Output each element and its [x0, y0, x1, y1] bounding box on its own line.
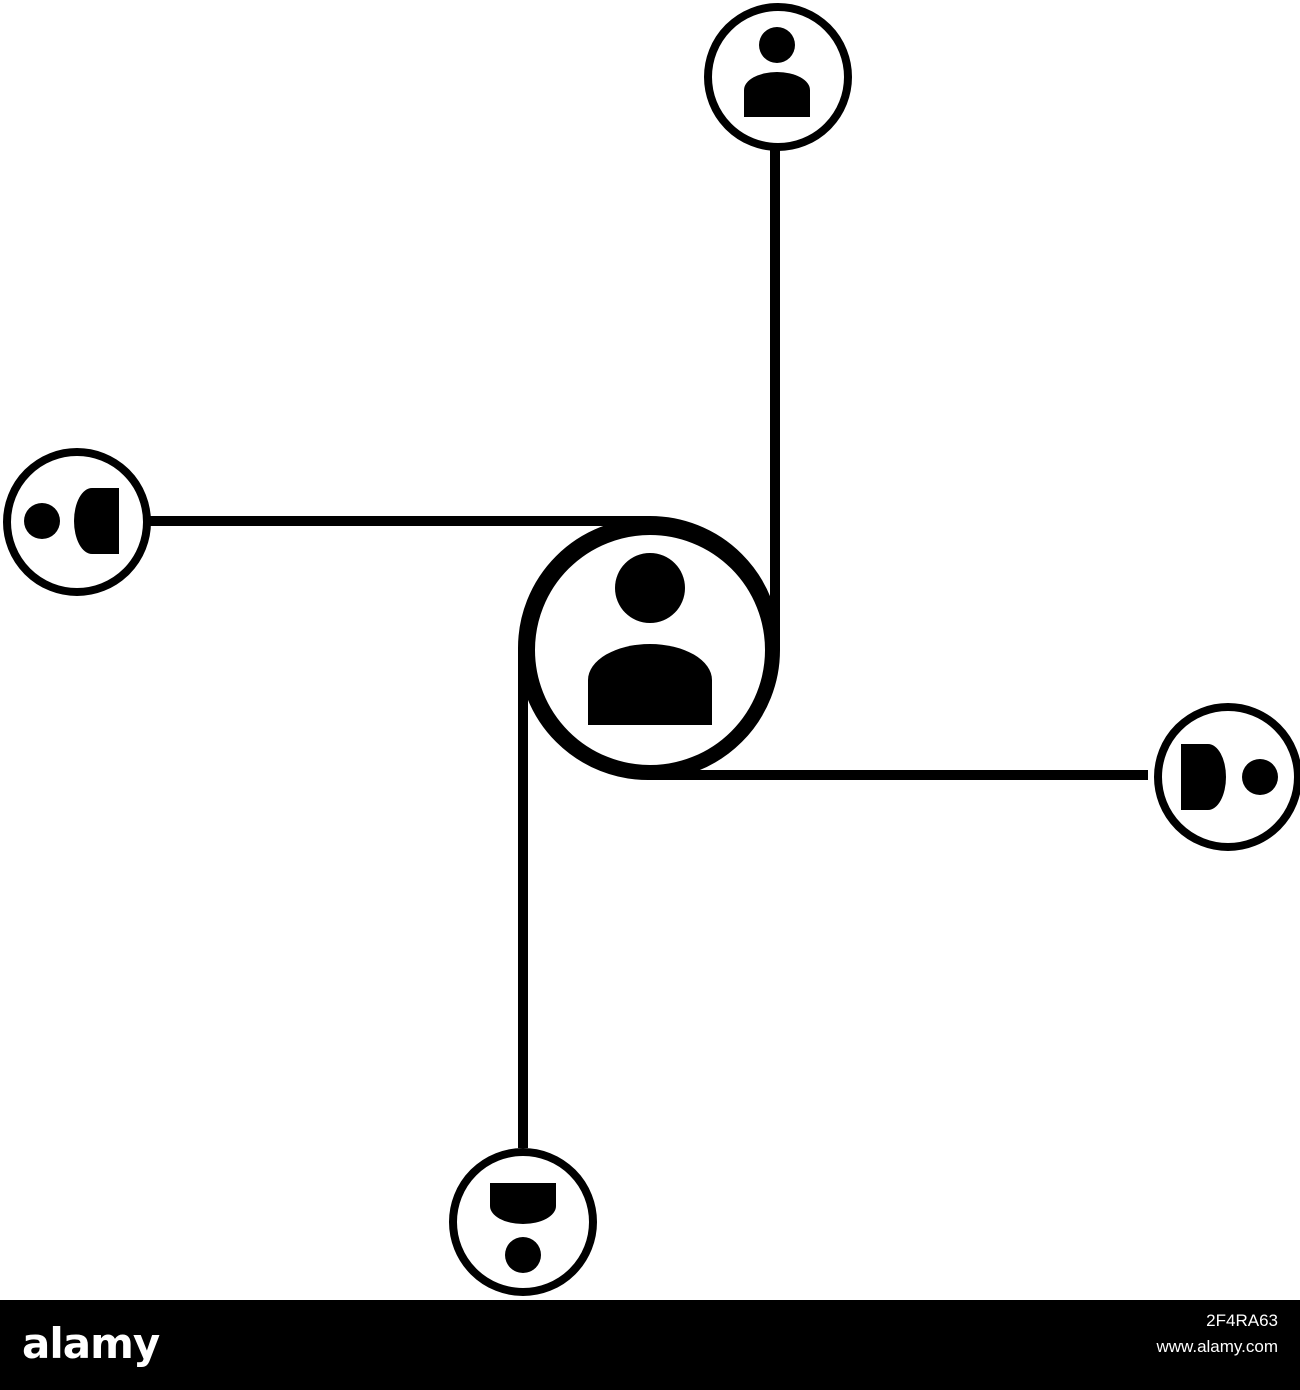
- watermark-footer-bar: alamy 2F4RA63 www.alamy.com: [0, 1300, 1300, 1390]
- outer-node-bottom: [449, 1148, 597, 1296]
- image-id: 2F4RA63: [1206, 1311, 1278, 1330]
- image-info: 2F4RA63 www.alamy.com: [1156, 1308, 1278, 1360]
- center-node: [525, 525, 775, 775]
- person-icon: [588, 553, 712, 725]
- site-url: www.alamy.com: [1156, 1337, 1278, 1356]
- person-icon: [24, 488, 119, 554]
- people-network-diagram: [3, 3, 1300, 1296]
- outer-node-left: [3, 448, 151, 596]
- connector-bottom: [518, 518, 649, 1148]
- alamy-logo: alamy: [22, 1319, 160, 1368]
- outer-node-right: [1154, 703, 1300, 851]
- outer-node-top: [704, 3, 852, 151]
- person-icon: [490, 1183, 556, 1273]
- person-icon: [744, 27, 810, 117]
- person-icon: [1181, 744, 1278, 810]
